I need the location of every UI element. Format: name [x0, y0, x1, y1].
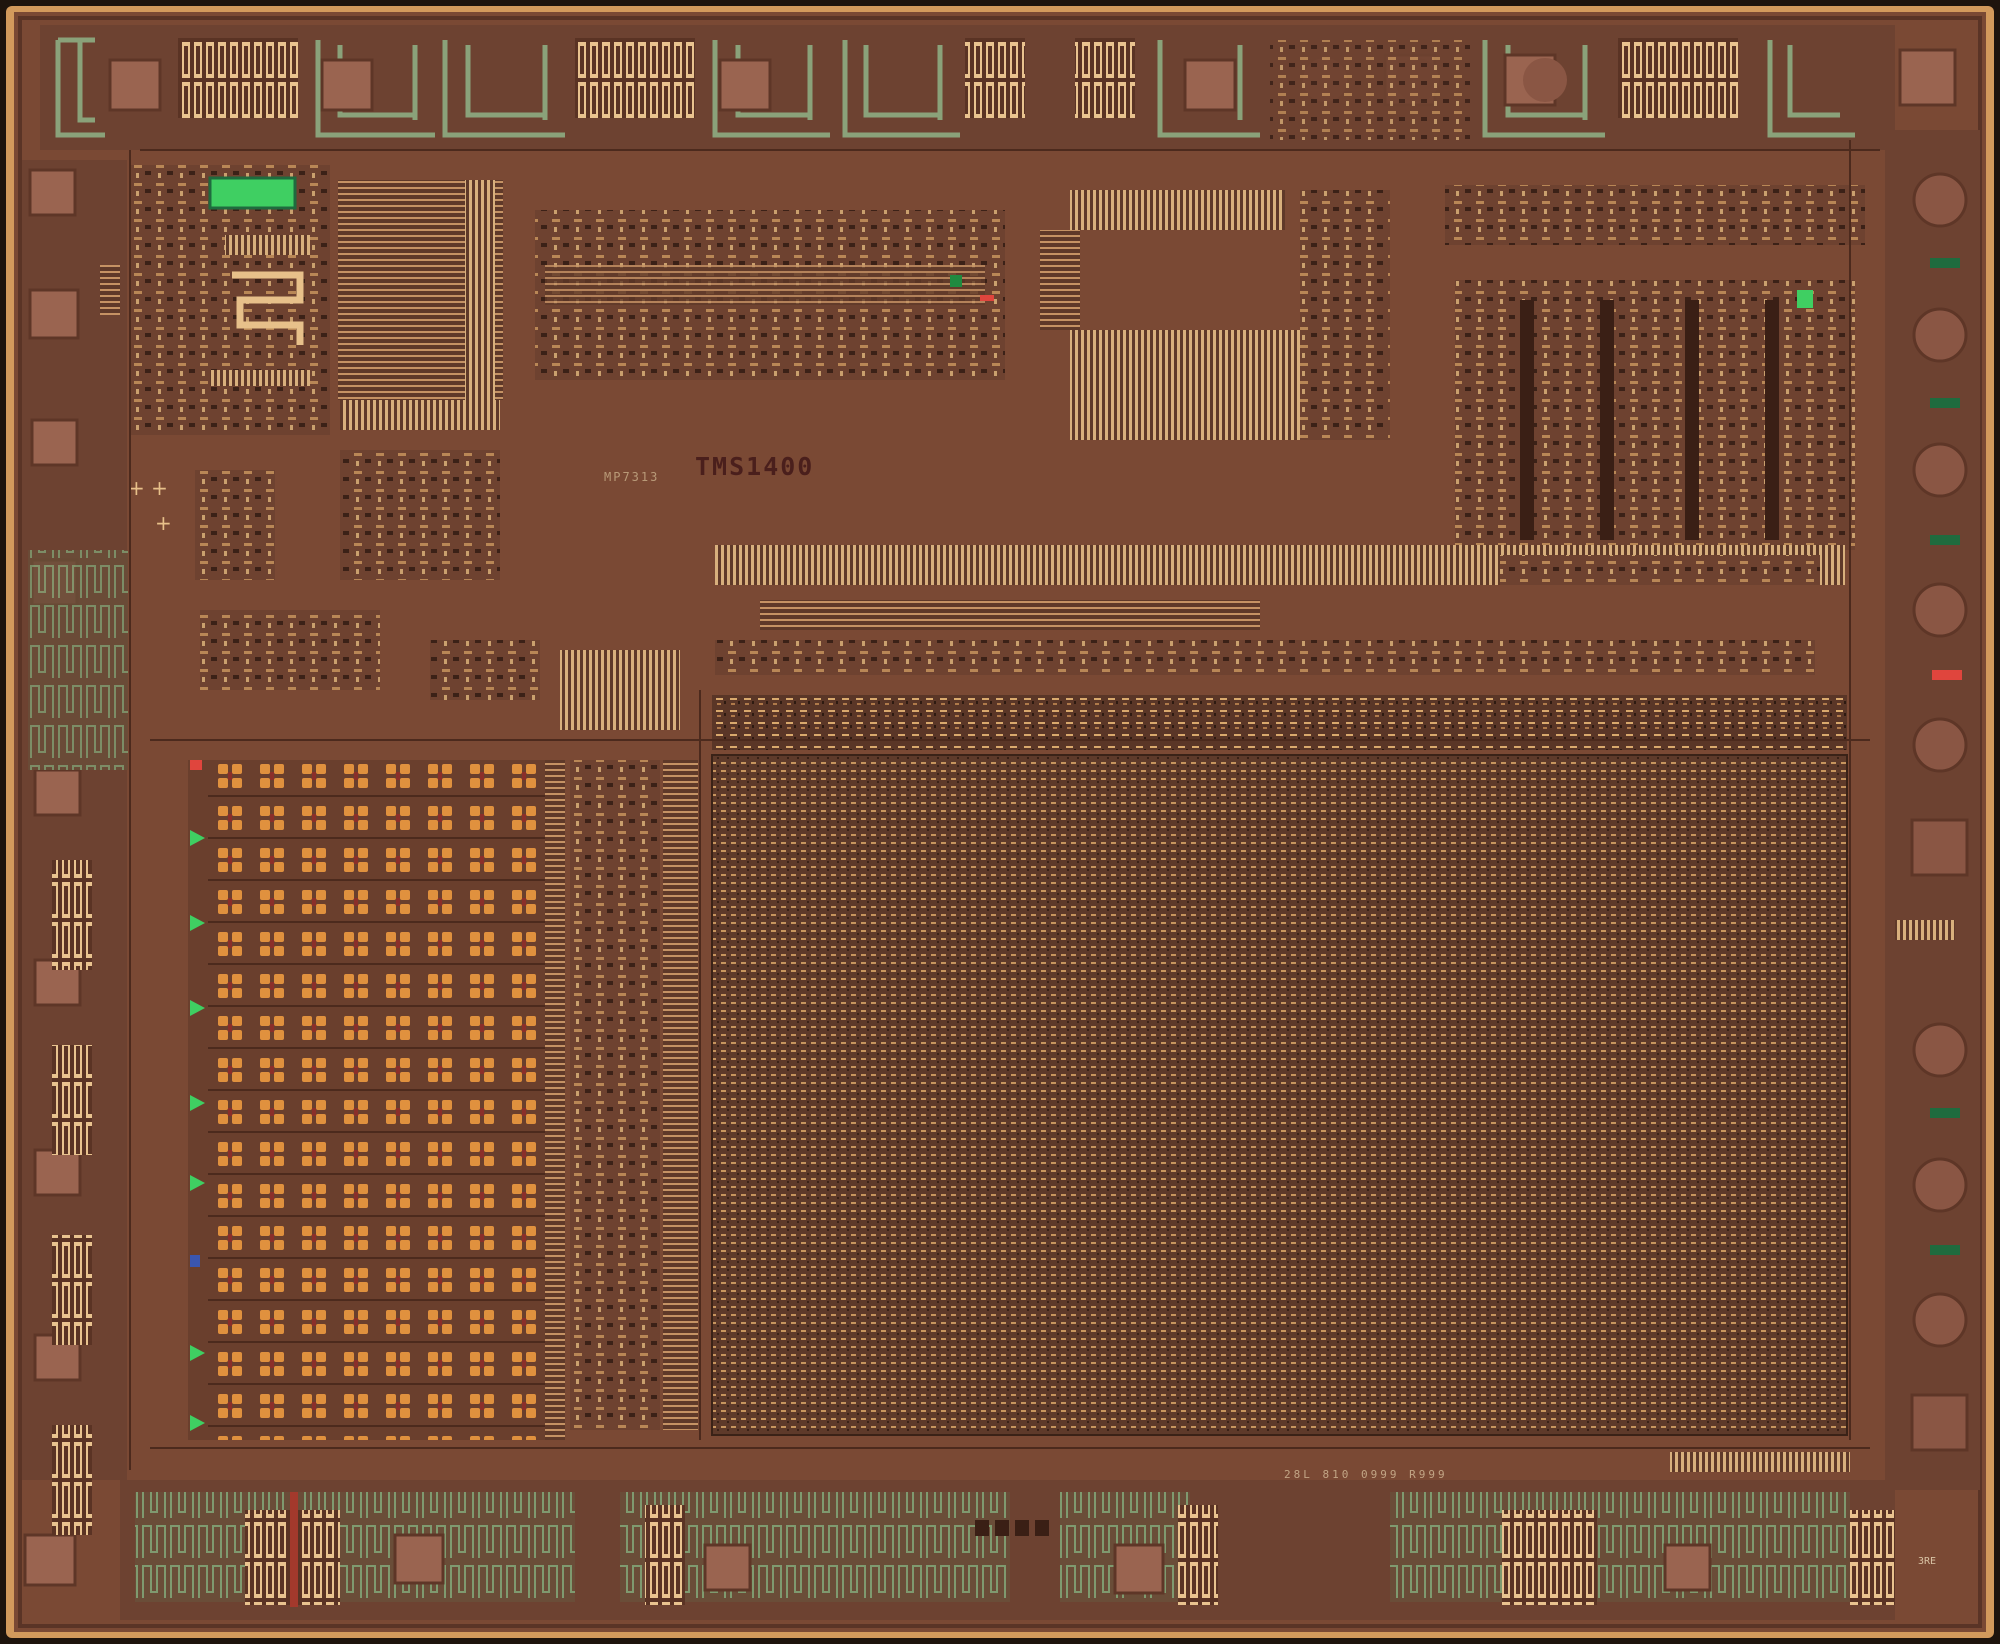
central-top-logic [535, 190, 1390, 440]
svg-text:+ +: + + [128, 476, 168, 500]
control-logic-left [195, 180, 680, 730]
right-io-band [1885, 130, 1980, 1490]
right-upper-logic [1445, 185, 1865, 550]
bottom-io-band [23, 1452, 1895, 1620]
ram-array [188, 760, 565, 1440]
svg-text:+: + [155, 511, 172, 535]
clock-block: + + + [128, 165, 330, 535]
top-io-band [40, 25, 1957, 150]
left-io-band [22, 160, 128, 1535]
decode-row [715, 545, 1845, 675]
rom-array [711, 695, 1848, 1436]
rom-address-decoder [570, 760, 698, 1430]
